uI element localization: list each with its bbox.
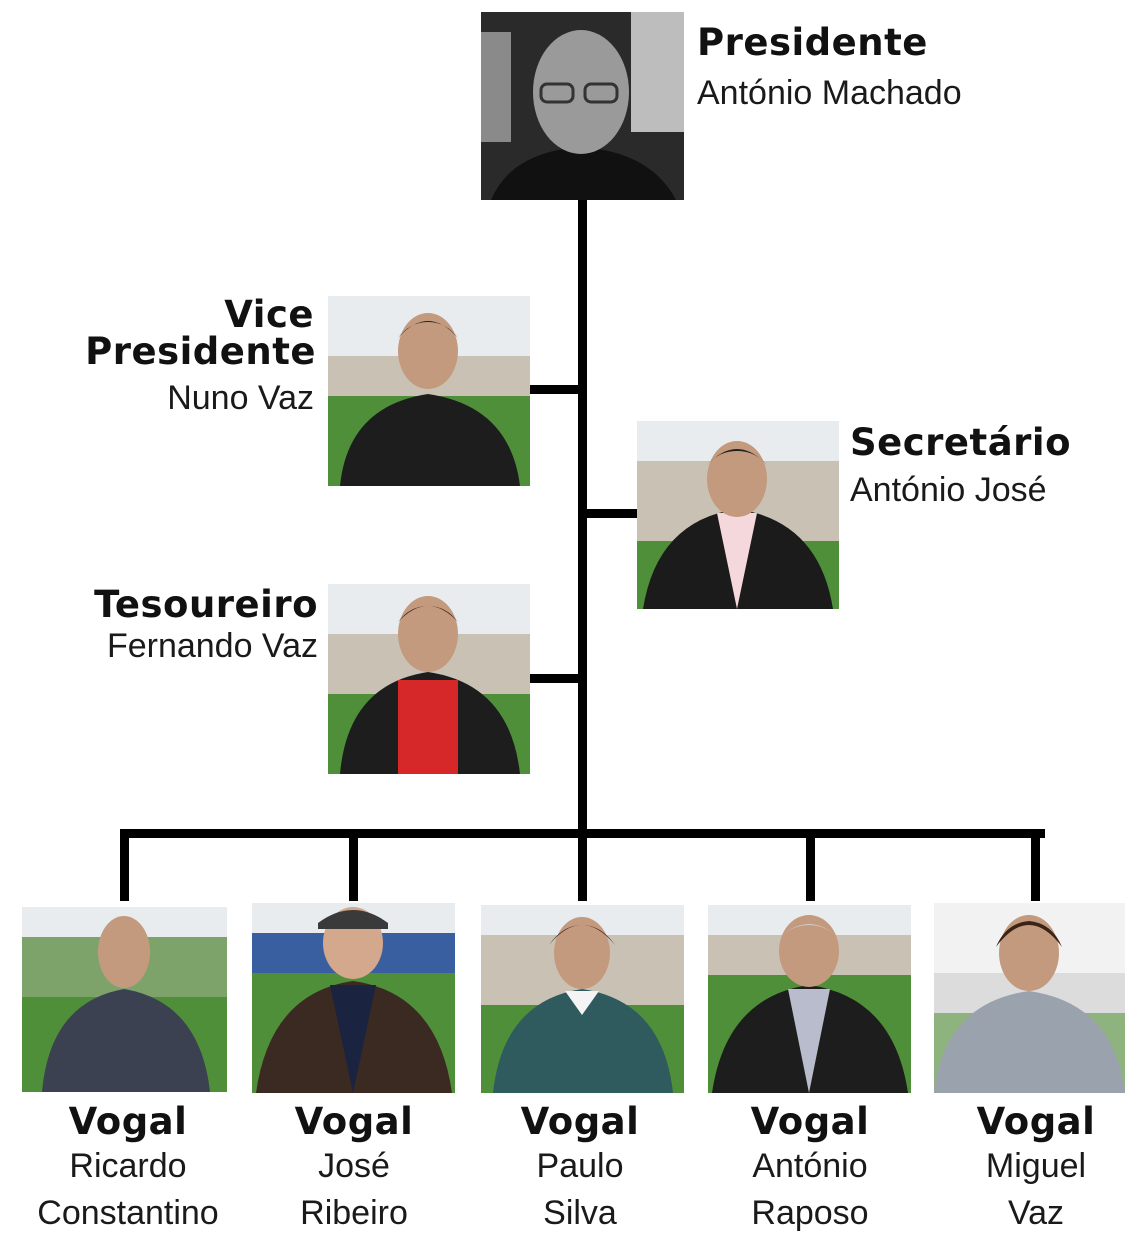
secretary-connector: [582, 509, 638, 518]
vogal-4-role: Vogal: [750, 1100, 870, 1143]
secretary-photo: [637, 421, 839, 609]
vogal-3-label: Vogal Paulo Silva: [470, 1103, 690, 1237]
vogal-2-connector: [349, 829, 358, 901]
main-vertical-connector: [578, 198, 587, 838]
vogal-2-role: Vogal: [294, 1100, 414, 1143]
president-role: Presidente: [697, 21, 928, 64]
vogal-5-photo: [934, 903, 1125, 1093]
vogal-1-connector: [120, 829, 129, 901]
vogal-5-role: Vogal: [976, 1100, 1096, 1143]
secretary-role: Secretário: [850, 421, 1072, 464]
vogal-2-name-line1: José: [318, 1147, 390, 1185]
vogal-3-role: Vogal: [520, 1100, 640, 1143]
vogal-2-photo: [252, 903, 455, 1093]
vice-president-role-line1: Vice: [224, 293, 314, 336]
vogal-1-name-line1: Ricardo: [69, 1147, 187, 1185]
treasurer-role: Tesoureiro: [94, 583, 318, 626]
vogal-1-label: Vogal Ricardo Constantino: [18, 1103, 238, 1237]
vogal-5-connector: [1031, 829, 1040, 901]
vogal-3-name-line1: Paulo: [536, 1147, 624, 1185]
vogal-1-role: Vogal: [68, 1100, 188, 1143]
vice-president-connector: [530, 385, 582, 394]
vogal-5-name-line2: Vaz: [1007, 1194, 1065, 1232]
vogal-1-name-line2: Constantino: [37, 1194, 219, 1232]
vice-president-role-line2: Presidente: [85, 330, 316, 373]
vogal-5-name-line1: Miguel: [985, 1147, 1087, 1185]
vogal-5-label: Vogal Miguel Vaz: [926, 1103, 1125, 1237]
vogal-2-label: Vogal José Ribeiro: [244, 1103, 464, 1237]
treasurer-photo: [328, 584, 530, 774]
vogal-3-photo: [481, 905, 684, 1093]
vogal-3-name-line2: Silva: [543, 1194, 617, 1232]
vogal-3-connector: [578, 829, 587, 901]
president-photo: [481, 12, 684, 200]
treasurer-connector: [530, 674, 582, 683]
vogal-4-name-line2: Raposo: [751, 1194, 869, 1232]
vogal-4-photo: [708, 905, 911, 1093]
vogal-2-name-line2: Ribeiro: [300, 1194, 408, 1232]
vogal-4-label: Vogal António Raposo: [700, 1103, 920, 1237]
president-name: António Machado: [697, 74, 962, 112]
vice-president-photo: [328, 296, 530, 486]
secretary-name: António José: [850, 471, 1047, 509]
vogal-1-photo: [22, 907, 227, 1092]
vogal-4-connector: [806, 829, 815, 901]
vogal-4-name-line1: António: [752, 1147, 868, 1185]
vice-president-name: Nuno Vaz: [167, 379, 314, 417]
treasurer-name: Fernando Vaz: [106, 627, 318, 665]
